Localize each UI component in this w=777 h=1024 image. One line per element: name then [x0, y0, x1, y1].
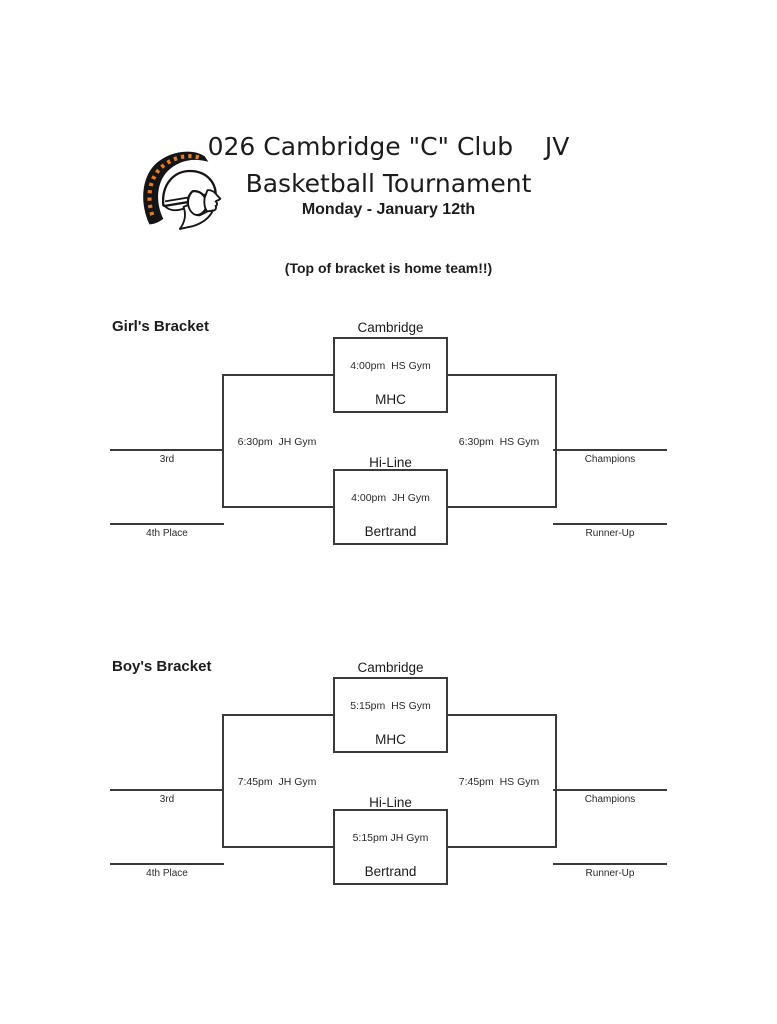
game2-time: 4:00pm JH Gym — [351, 492, 430, 504]
game1-away-team: MHC — [375, 392, 406, 407]
game1-time: 5:15pm HS Gym — [350, 700, 431, 712]
champion-line — [553, 789, 667, 791]
consolation-game-time: 7:45pm JH Gym — [237, 776, 317, 788]
game1-time: 4:00pm HS Gym — [350, 360, 431, 372]
connector-line — [222, 374, 335, 376]
game1-box: 5:15pm HS Gym MHC — [333, 677, 448, 753]
game1-home-team: Cambridge — [357, 660, 424, 675]
connector-line — [222, 506, 335, 508]
runner-up-label: Runner-Up — [585, 868, 635, 879]
fourth-place-label: 4th Place — [146, 868, 188, 879]
spartan-head-logo — [137, 148, 230, 240]
third-place-line — [110, 789, 224, 791]
game1-away-team: MHC — [375, 732, 406, 747]
connector-line — [446, 846, 555, 848]
third-place-line — [110, 449, 224, 451]
spartan-head-icon — [143, 151, 222, 230]
connector-line — [555, 714, 557, 848]
runner-up-label: Runner-Up — [585, 528, 635, 539]
game2-away-team: Bertrand — [364, 864, 417, 879]
third-place-label: 3rd — [159, 794, 175, 805]
connector-line — [222, 374, 224, 508]
connector-line — [222, 714, 224, 848]
girls-bracket: Girl's Bracket Cambridge 4:00pm HS Gym M… — [0, 317, 777, 552]
fourth-place-line — [110, 863, 224, 865]
champion-label: Champions — [584, 794, 636, 805]
game2-box: 5:15pm JH Gym Bertrand — [333, 809, 448, 885]
consolation-game-time: 6:30pm JH Gym — [237, 436, 317, 448]
game2-home-team: Hi-Line — [369, 795, 412, 810]
championship-game-time: 6:30pm HS Gym — [458, 436, 540, 448]
championship-game-time: 7:45pm HS Gym — [458, 776, 540, 788]
game1-home-team: Cambridge — [357, 320, 424, 335]
connector-line — [446, 374, 555, 376]
game2-time: 5:15pm JH Gym — [352, 832, 429, 844]
bracket-heading: Girl's Bracket — [112, 318, 209, 335]
boys-bracket: Boy's Bracket Cambridge 5:15pm HS Gym MH… — [0, 657, 777, 892]
bracket-heading: Boy's Bracket — [112, 658, 212, 675]
page-subtitle: Basketball Tournament — [245, 169, 532, 198]
champion-label: Champions — [584, 454, 636, 465]
page-title: 026 Cambridge "C" Club JV — [207, 132, 570, 161]
connector-line — [222, 846, 335, 848]
game2-away-team: Bertrand — [364, 524, 417, 539]
game2-box: 4:00pm JH Gym Bertrand — [333, 469, 448, 545]
event-date: Monday - January 12th — [301, 201, 476, 218]
home-team-note: (Top of bracket is home team!!) — [284, 260, 493, 276]
connector-line — [446, 506, 555, 508]
champion-line — [553, 449, 667, 451]
runner-up-line — [553, 523, 667, 525]
connector-line — [446, 714, 555, 716]
connector-line — [222, 714, 335, 716]
connector-line — [555, 374, 557, 508]
third-place-label: 3rd — [159, 454, 175, 465]
runner-up-line — [553, 863, 667, 865]
fourth-place-label: 4th Place — [146, 528, 188, 539]
game2-home-team: Hi-Line — [369, 455, 412, 470]
game1-box: 4:00pm HS Gym MHC — [333, 337, 448, 413]
fourth-place-line — [110, 523, 224, 525]
